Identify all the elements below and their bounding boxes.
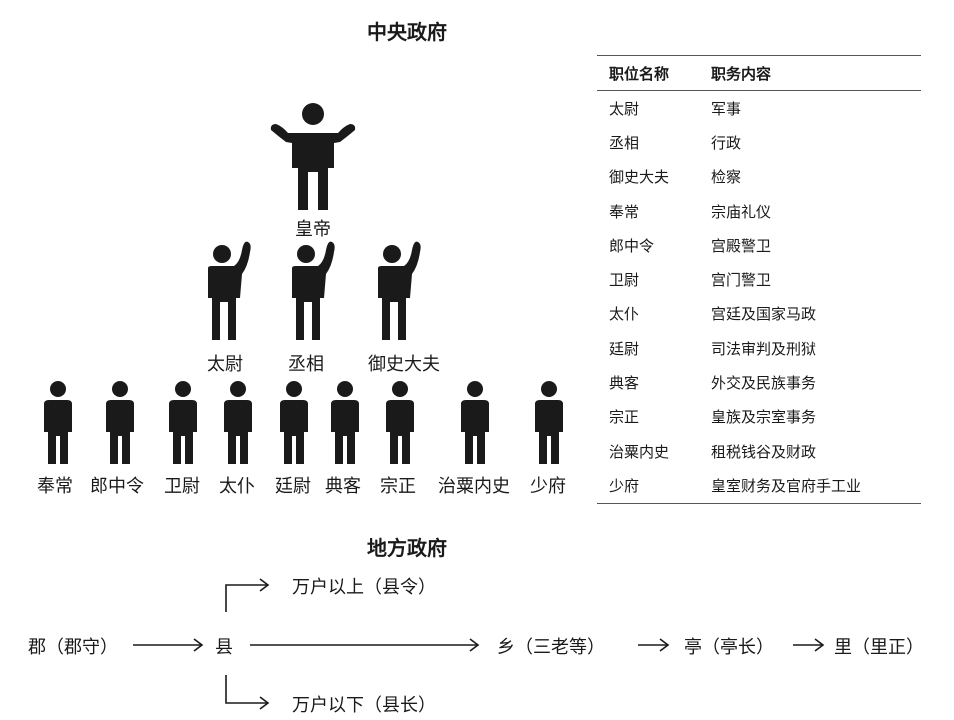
table-cell: 丞相 <box>609 133 640 152</box>
table-cell: 卫尉 <box>609 271 640 290</box>
label-nine-minister: 郎中令 <box>90 476 144 497</box>
label-emperor: 皇帝 <box>295 219 331 240</box>
minister-figure-icon <box>374 238 424 342</box>
table-cell: 军事 <box>711 99 742 118</box>
table-cell: 皇族及宗室事务 <box>711 408 817 427</box>
arrowhead <box>259 696 270 710</box>
arrowhead <box>814 638 825 652</box>
node-jun: 郡（郡守） <box>28 637 118 658</box>
table-cell: 奉常 <box>609 202 640 221</box>
standing-figure-icon <box>102 380 138 466</box>
table-cell: 行政 <box>711 133 742 152</box>
table-cell: 外交及民族事务 <box>711 374 817 393</box>
table-cell: 郎中令 <box>609 236 655 255</box>
label-nine-minister: 典客 <box>325 476 361 497</box>
table-header-cell: 职位名称 <box>597 55 699 91</box>
label-minister: 丞相 <box>288 354 324 375</box>
table-cell: 宫廷及国家马政 <box>711 305 817 324</box>
table-row: 奉常 宗庙礼仪 <box>597 194 921 228</box>
table-cell: 少府 <box>597 468 699 504</box>
table-cell: 宗庙礼仪 <box>711 202 772 221</box>
table-row: 丞相 行政 <box>597 125 921 159</box>
standing-figure-icon <box>457 380 493 466</box>
central-government-title: 中央政府 <box>367 20 447 44</box>
table-row: 治粟内史 租税钱谷及财政 <box>597 434 921 468</box>
duties-table: 职位名称 职务内容 太尉 军事 丞相 行政 御史大夫 检察 奉常 宗庙礼仪 郎中令 宫殿警… <box>597 55 921 504</box>
table-row: 太仆 宫廷及国家马政 <box>597 297 921 331</box>
label-minister: 太尉 <box>207 354 243 375</box>
table-row: 卫尉 宫门警卫 <box>597 262 921 296</box>
standing-figure-icon <box>382 380 418 466</box>
table-row: 宗正 皇族及宗室事务 <box>597 400 921 434</box>
table-cell: 治粟内史 <box>609 442 670 461</box>
table-cell: 廷尉 <box>609 339 640 358</box>
node-xiang: 乡（三老等） <box>497 637 605 658</box>
arrowhead <box>259 578 270 592</box>
arrowhead <box>659 638 670 652</box>
standing-figure-icon <box>165 380 201 466</box>
table-cell: 宗正 <box>609 408 640 427</box>
arrow-xian-to-lower <box>225 675 268 704</box>
node-li: 里（里正） <box>834 637 924 658</box>
table-header-cell: 职务内容 <box>699 55 921 91</box>
arrow-xian-to-upper <box>225 584 268 612</box>
label-nine-minister: 太仆 <box>219 476 255 497</box>
standing-figure-icon <box>327 380 363 466</box>
table-cell: 司法审判及刑狱 <box>711 339 817 358</box>
table-row: 典客 外交及民族事务 <box>597 365 921 399</box>
node-upper: 万户以上（县令） <box>292 577 436 598</box>
table-row: 少府皇室财务及官府手工业 <box>597 468 921 504</box>
node-lower: 万户以下（县长） <box>292 695 436 716</box>
table-header-row: 职位名称 职务内容 <box>597 55 921 91</box>
standing-figure-icon <box>40 380 76 466</box>
table-cell: 宫门警卫 <box>711 271 772 290</box>
table-cell: 太尉 <box>609 99 640 118</box>
table-row: 御史大夫 检察 <box>597 160 921 194</box>
table-cell: 太仆 <box>609 305 640 324</box>
label-nine-minister: 廷尉 <box>275 476 311 497</box>
standing-figure-icon <box>531 380 567 466</box>
label-nine-minister: 少府 <box>530 476 566 497</box>
table-row: 太尉 军事 <box>597 91 921 126</box>
local-government-title: 地方政府 <box>367 536 447 560</box>
arrowhead <box>193 638 204 652</box>
node-xian: 县 <box>215 637 233 658</box>
table-cell: 宫殿警卫 <box>711 236 772 255</box>
label-minister: 御史大夫 <box>368 354 440 375</box>
label-nine-minister: 治粟内史 <box>438 476 510 497</box>
minister-figure-icon <box>288 238 338 342</box>
standing-figure-icon <box>276 380 312 466</box>
minister-figure-icon <box>204 238 254 342</box>
table-cell: 检察 <box>711 168 742 187</box>
table-cell: 典客 <box>609 374 640 393</box>
table-cell: 租税钱谷及财政 <box>711 442 817 461</box>
table-cell: 御史大夫 <box>609 168 670 187</box>
table-cell: 皇室财务及官府手工业 <box>699 468 921 504</box>
label-nine-minister: 奉常 <box>37 476 73 497</box>
arrowhead <box>469 638 480 652</box>
table-row: 郎中令 宫殿警卫 <box>597 228 921 262</box>
node-ting: 亭（亭长） <box>684 637 774 658</box>
label-nine-minister: 卫尉 <box>164 476 200 497</box>
standing-figure-icon <box>220 380 256 466</box>
table-row: 廷尉 司法审判及刑狱 <box>597 331 921 365</box>
label-nine-minister: 宗正 <box>380 476 416 497</box>
emperor-figure-icon <box>268 100 358 212</box>
